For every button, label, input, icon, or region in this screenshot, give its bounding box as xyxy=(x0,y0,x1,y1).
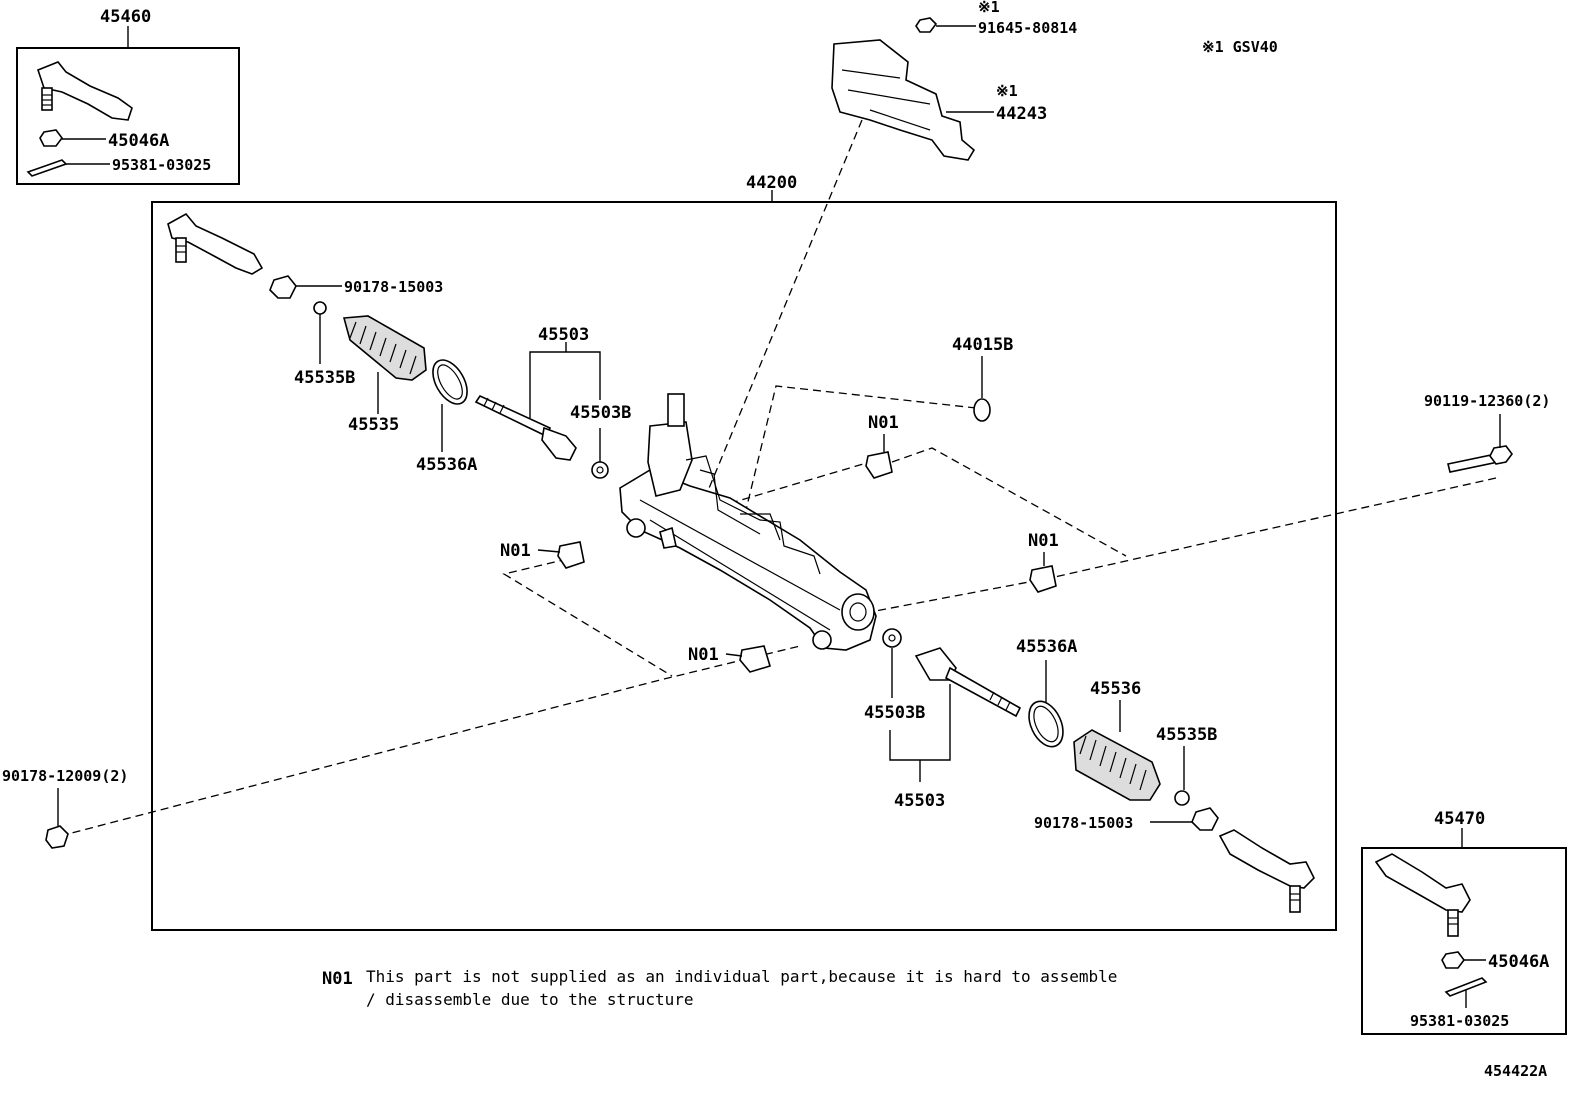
assembly-44200-box xyxy=(151,201,1337,931)
label-90119: 90119-12360(2) xyxy=(1424,392,1550,410)
label-45046A-right: 45046A xyxy=(1488,952,1549,972)
label-N01-b: N01 xyxy=(500,541,531,561)
label-45535-top: 45535 xyxy=(348,415,399,435)
boot-45535-top-icon xyxy=(342,315,427,381)
nut-90178-12009-icon xyxy=(45,825,69,849)
label-44243: 44243 xyxy=(996,104,1047,124)
boot-45536-bottom-icon xyxy=(1073,729,1161,801)
label-45460: 45460 xyxy=(100,7,151,27)
tie-rod-end-left-icon xyxy=(37,61,133,121)
shield-44243: 91645-80814 ※1 44243 ※1 xyxy=(831,0,1077,161)
inner-tie-rod-bottom-icon xyxy=(914,647,1022,718)
assembly-45470: 45470 45046A 95381-03025 xyxy=(1361,809,1567,1035)
label-45503-bottom: 45503 xyxy=(894,791,945,811)
clip-45535B-bottom-icon xyxy=(1174,790,1190,806)
label-91645: 91645-80814 xyxy=(978,19,1077,37)
label-45535B-bottom: 45535B xyxy=(1156,725,1217,745)
tie-rod-end-upper-icon xyxy=(167,212,264,275)
label-45470: 45470 xyxy=(1434,809,1485,829)
label-45536A-bottom: 45536A xyxy=(1016,637,1077,657)
label-45503B-top: 45503B xyxy=(570,403,631,423)
washer-45503B-bottom-icon xyxy=(882,628,902,648)
label-N01-c: N01 xyxy=(1028,531,1059,551)
footnote-code: N01 xyxy=(322,969,353,989)
inner-tie-rod-top-icon xyxy=(474,394,577,461)
footnote-line-2: / disassemble due to the structure xyxy=(366,990,694,1009)
clip-45535B-top-icon xyxy=(313,301,327,315)
label-45535B-top: 45535B xyxy=(294,368,355,388)
bushing-N01-b-icon xyxy=(557,541,585,569)
tie-rod-end-right-icon xyxy=(1374,853,1471,937)
cotter-pin-right-icon xyxy=(1444,977,1488,997)
clamp-45536A-top-icon xyxy=(432,359,468,405)
figure-id: 454422A xyxy=(1484,1062,1547,1080)
clamp-45536A-bottom-icon xyxy=(1028,700,1064,748)
label-90178-15003-top: 90178-15003 xyxy=(344,278,443,296)
label-90178-12009: 90178-12009(2) xyxy=(2,767,128,785)
footnote-line-1: This part is not supplied as an individu… xyxy=(366,967,1117,986)
assembly-45460: 45460 45046A 95381-03025 xyxy=(16,7,240,185)
label-45536A-top: 45536A xyxy=(416,455,477,475)
assembly-45470-box xyxy=(1361,847,1567,1035)
label-95381-left: 95381-03025 xyxy=(112,156,211,174)
washer-45503B-top-icon xyxy=(591,461,609,479)
legend-gsv40: ※1 GSV40 xyxy=(1202,38,1278,56)
nut-90178-15003-bottom-icon xyxy=(1191,807,1219,831)
label-45046A-left: 45046A xyxy=(108,131,169,151)
label-N01-a: N01 xyxy=(868,413,899,433)
tie-rod-end-lower-icon xyxy=(1218,829,1315,913)
mark-91645: ※1 xyxy=(978,0,1000,16)
bolt-90119-icon xyxy=(1447,445,1513,473)
nut-45046A-left-icon xyxy=(39,129,63,147)
dashed-leaders xyxy=(59,119,1497,837)
label-45536-bottom: 45536 xyxy=(1090,679,1141,699)
label-95381-right: 95381-03025 xyxy=(1410,1012,1509,1030)
footnote: N01 This part is not supplied as an indi… xyxy=(322,967,1117,1009)
label-N01-d: N01 xyxy=(688,645,719,665)
label-44015B: 44015B xyxy=(952,335,1013,355)
label-90178-15003-bottom: 90178-15003 xyxy=(1034,814,1133,832)
steering-rack-housing-icon xyxy=(619,393,877,651)
label-45503-top: 45503 xyxy=(538,325,589,345)
label-45503B-bottom: 45503B xyxy=(864,703,925,723)
cotter-pin-left-icon xyxy=(26,159,68,177)
bushing-N01-a-icon xyxy=(865,451,893,479)
o-ring-44015B-icon xyxy=(973,398,991,422)
label-44200: 44200 xyxy=(746,173,797,193)
bushing-N01-d-icon xyxy=(739,645,771,673)
bushing-N01-c-icon xyxy=(1029,565,1057,593)
bolt-91645-icon xyxy=(915,17,938,33)
nut-90178-15003-top-icon xyxy=(269,275,297,299)
mark-44243: ※1 xyxy=(996,82,1018,100)
nut-45046A-right-icon xyxy=(1441,951,1465,969)
